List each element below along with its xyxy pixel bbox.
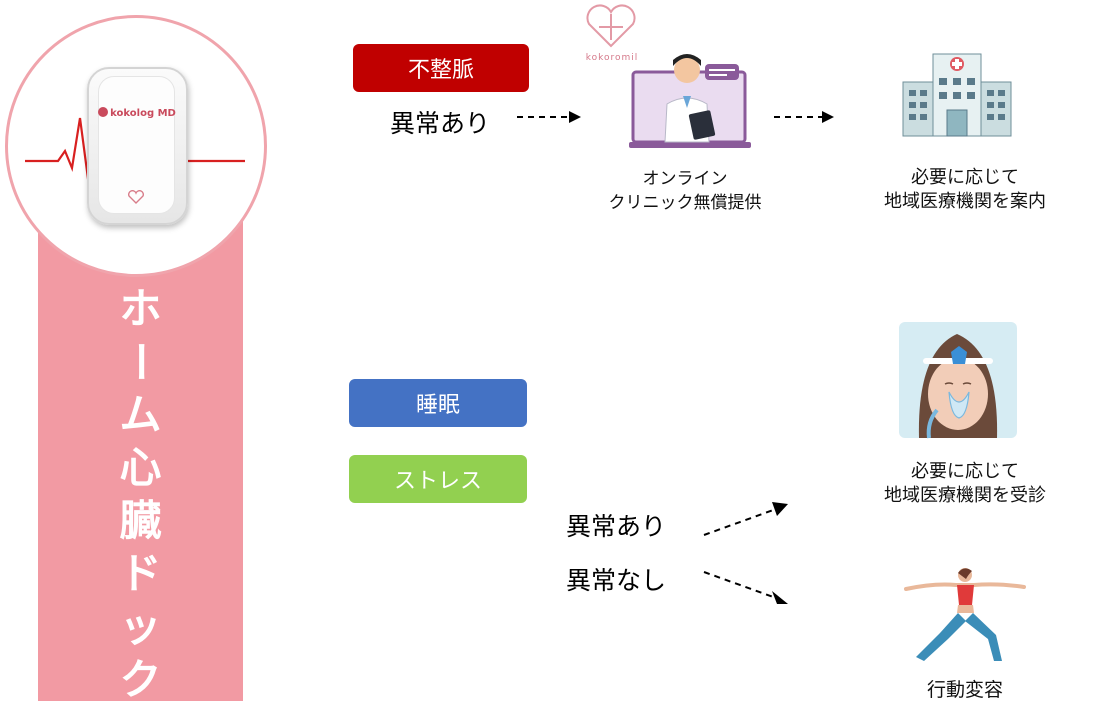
online-caption-line1: オンライン	[642, 169, 728, 189]
device-heart-icon	[128, 190, 144, 204]
device-logo-icon	[98, 107, 109, 117]
visit-caption-line2: 地域医療機関を受診	[884, 485, 1046, 506]
yoga-woman-icon	[904, 568, 1026, 661]
bottom-abnormal-text: 異常あり	[566, 512, 667, 541]
visit-hospital-caption: 必要に応じて 地域医療機関を受診	[850, 460, 1080, 508]
bottom-normal-text: 異常なし	[566, 566, 667, 595]
sleep-tag: 睡眠	[349, 379, 527, 427]
kokoromil-logo-text: kokoromil	[585, 53, 639, 63]
title-char: 臓	[119, 496, 162, 545]
online-clinic-caption: オンライン クリニック無償提供	[590, 167, 780, 215]
sleep-patient-icon	[899, 322, 1017, 439]
visit-caption-line1: 必要に応じて	[911, 461, 1019, 482]
title-char: ク	[119, 655, 162, 704]
hospital-caption-line2: 地域医療機関を案内	[884, 191, 1046, 212]
top-arrow-1-icon	[517, 111, 581, 123]
hospital-caption-line1: 必要に応じて	[911, 167, 1019, 188]
hospital-guide-caption: 必要に応じて 地域医療機関を案内	[850, 166, 1080, 214]
title-char: ー	[115, 340, 165, 383]
online-doctor-icon	[629, 54, 751, 148]
abnormal-arrow-icon	[703, 502, 788, 536]
device-brand: kokolog MD	[98, 107, 176, 119]
hospital-icon	[902, 53, 1012, 137]
normal-arrow-icon	[703, 571, 788, 604]
kokoromil-logo-icon	[586, 4, 636, 48]
device-face	[98, 76, 175, 214]
title-char: 心	[119, 443, 162, 492]
title-char: ッ	[119, 602, 162, 651]
online-caption-line2: クリニック無償提供	[608, 193, 762, 213]
home-heart-dock-bar	[38, 205, 243, 701]
behavior-change-caption: 行動変容	[926, 679, 1003, 701]
title-char: ム	[119, 390, 162, 439]
device-brand-text: kokolog MD	[110, 108, 176, 119]
stress-tag: ストレス	[349, 455, 527, 503]
title-char: ホ	[119, 284, 162, 333]
vertical-title: ホ ー ム 心 臓 ド ッ ク	[38, 282, 243, 706]
top-abnormal-text: 異常あり	[390, 109, 491, 138]
top-arrow-2-icon	[774, 111, 834, 123]
arrhythmia-tag: 不整脈	[353, 44, 529, 92]
title-char: ド	[119, 549, 162, 598]
